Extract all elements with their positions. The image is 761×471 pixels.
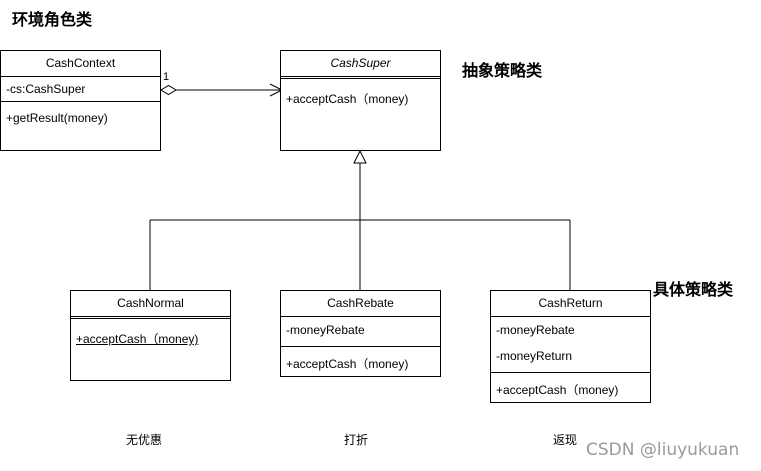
concrete-strategy-heading: 具体策略类 bbox=[653, 280, 734, 299]
class-name: CashSuper bbox=[281, 51, 440, 79]
class-name: CashRebate bbox=[327, 296, 394, 310]
operations-compartment: +acceptCash（money) bbox=[491, 372, 650, 403]
operation-row: +acceptCash（money) bbox=[286, 357, 409, 371]
operation-row: +getResult(money) bbox=[6, 111, 108, 125]
attribute-row: -moneyReturn bbox=[496, 349, 573, 363]
attribute-row: -moneyRebate bbox=[496, 323, 575, 337]
class-cash-normal[interactable]: CashNormal +acceptCash（money) bbox=[70, 290, 231, 381]
abstract-strategy-heading: 抽象策略类 bbox=[462, 61, 543, 80]
generalization-triangle-icon bbox=[353, 149, 367, 164]
attribute-row: -moneyRebate bbox=[286, 323, 365, 337]
operations-compartment: +acceptCash（money) bbox=[281, 346, 440, 377]
aggregation-diamond-icon bbox=[160, 84, 177, 96]
attributes-compartment: -moneyRebate -moneyReturn bbox=[491, 316, 650, 372]
operation-row: +acceptCash（money) bbox=[286, 92, 409, 106]
class-cash-return[interactable]: CashReturn -moneyRebate -moneyReturn +ac… bbox=[490, 290, 651, 403]
caption-cash-return: 返现 bbox=[553, 433, 578, 447]
caption-cash-rebate: 打折 bbox=[344, 433, 369, 447]
class-name: CashContext bbox=[45, 56, 116, 70]
operations-compartment: +acceptCash（money) bbox=[71, 319, 230, 352]
attributes-compartment: -moneyRebate bbox=[281, 316, 440, 346]
aggregation-association bbox=[160, 83, 284, 97]
attributes-compartment: -cs:CashSuper bbox=[1, 76, 160, 101]
class-name: CashReturn bbox=[538, 296, 603, 310]
class-cash-rebate[interactable]: CashRebate -moneyRebate +acceptCash（mone… bbox=[280, 290, 441, 377]
class-name: CashNormal bbox=[71, 291, 230, 319]
caption-cash-normal: 无优惠 bbox=[126, 433, 163, 447]
class-cash-context[interactable]: CashContext -cs:CashSuper +getResult(mon… bbox=[0, 50, 161, 151]
class-cash-super[interactable]: CashSuper +acceptCash（money) bbox=[280, 50, 441, 151]
generalization-tree bbox=[149, 149, 571, 290]
watermark: CSDN @liuyukuan bbox=[586, 440, 740, 460]
multiplicity-label: 1 bbox=[163, 71, 170, 83]
attribute-row: -cs:CashSuper bbox=[6, 82, 86, 96]
operations-compartment: +getResult(money) bbox=[1, 101, 160, 131]
operations-compartment: +acceptCash（money) bbox=[281, 79, 440, 112]
context-role-heading: 环境角色类 bbox=[12, 10, 93, 29]
operation-row: +acceptCash（money) bbox=[496, 383, 619, 397]
operation-row: +acceptCash（money) bbox=[76, 332, 199, 346]
